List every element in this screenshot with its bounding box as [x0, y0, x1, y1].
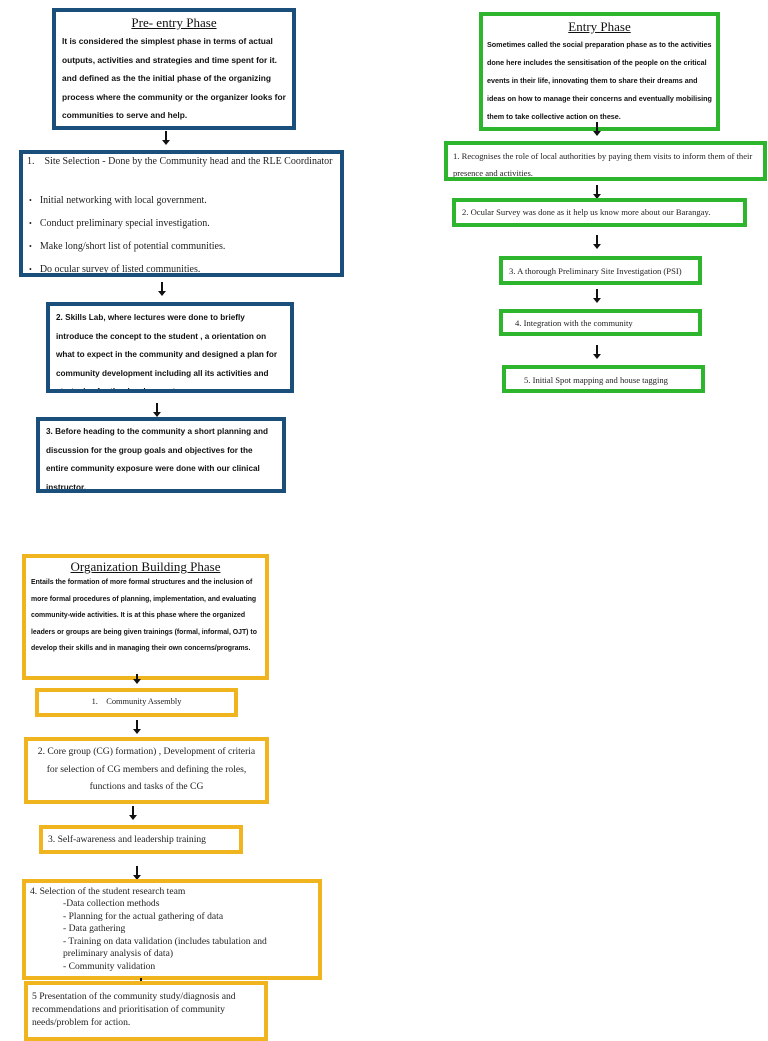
list-item: -Data collection methods — [63, 898, 160, 909]
org-step-2: 2. Core group (CG) formation) , Developm… — [24, 737, 269, 804]
entry-phase-box: Entry Phase Sometimes called the social … — [479, 12, 720, 131]
arrow-down-icon — [133, 720, 141, 734]
entry-description: Sometimes called the social preparation … — [487, 40, 712, 121]
list-item: Do ocular survey of listed communities. — [27, 258, 336, 273]
org-step-1: 1. Community Assembly — [35, 688, 238, 717]
entry-step-4: 4. Integration with the community — [499, 309, 702, 336]
arrow-down-icon — [162, 131, 170, 145]
org-step-5: 5 Presentation of the community study/di… — [24, 981, 268, 1041]
org-step-5-text: 5 Presentation of the community study/di… — [32, 991, 236, 1028]
entry-step-2-text: 2. Ocular Survey was done as it help us … — [462, 207, 711, 217]
pre-entry-description: It is considered the simplest phase in t… — [62, 36, 286, 120]
arrow-down-icon — [593, 235, 601, 249]
org-step-2-text: 2. Core group (CG) formation) , Developm… — [37, 746, 256, 792]
entry-step-1-text: 1. Recognises the role of local authorit… — [453, 151, 753, 178]
list-item: Initial networking with local government… — [27, 189, 336, 212]
list-item: - Training on data validation (includes … — [63, 935, 267, 960]
org-step-1-text: 1. Community Assembly — [91, 697, 182, 706]
planning-text: 3. Before heading to the community a sho… — [46, 427, 268, 492]
site-selection-heading: 1. Site Selection - Done by the Communit… — [27, 156, 333, 167]
entry-step-5: 5. Initial Spot mapping and house taggin… — [502, 365, 705, 393]
arrow-down-icon — [129, 806, 137, 820]
arrow-down-icon — [133, 866, 141, 880]
org-step-4: 4. Selection of the student research tea… — [22, 879, 322, 980]
org-step-3-text: 3. Self-awareness and leadership trainin… — [48, 834, 206, 845]
site-selection-list: Initial networking with local government… — [27, 189, 336, 273]
arrow-down-icon — [593, 122, 601, 136]
list-item: - Data gathering — [63, 923, 126, 934]
list-item: - Community validation — [63, 960, 156, 972]
list-item: Make long/short list of potential commun… — [27, 235, 336, 258]
entry-title: Entry Phase — [568, 19, 631, 34]
org-step-4-heading: 4. Selection of the student research tea… — [30, 886, 186, 897]
pre-entry-phase-box: Pre- entry Phase It is considered the si… — [52, 8, 296, 130]
arrow-down-icon — [133, 674, 141, 684]
skills-lab-box: 2. Skills Lab, where lectures were done … — [46, 302, 294, 393]
entry-step-3: 3. A thorough Preliminary Site Investiga… — [499, 256, 702, 285]
org-step-3: 3. Self-awareness and leadership trainin… — [39, 825, 243, 854]
entry-step-1: 1. Recognises the role of local authorit… — [444, 141, 767, 181]
arrow-down-icon — [158, 282, 166, 296]
list-item: Conduct preliminary special investigatio… — [27, 212, 336, 235]
organization-building-phase-box: Organization Building Phase Entails the … — [22, 554, 269, 680]
arrow-down-icon — [593, 289, 601, 303]
arrow-down-icon — [593, 345, 601, 359]
organization-building-title: Organization Building Phase — [70, 559, 221, 574]
entry-step-3-text: 3. A thorough Preliminary Site Investiga… — [509, 266, 682, 276]
pre-entry-title: Pre- entry Phase — [131, 15, 217, 30]
entry-step-4-text: 4. Integration with the community — [515, 318, 633, 328]
arrow-down-icon — [153, 403, 161, 417]
site-selection-box: 1. Site Selection - Done by the Communit… — [19, 150, 344, 277]
org-step-4-list: -Data collection methods - Planning for … — [30, 898, 283, 973]
skills-lab-text: 2. Skills Lab, where lectures were done … — [56, 313, 278, 393]
arrow-down-icon — [593, 185, 601, 199]
entry-step-5-text: 5. Initial Spot mapping and house taggin… — [524, 375, 668, 385]
entry-step-2: 2. Ocular Survey was done as it help us … — [452, 198, 747, 227]
organization-building-description: Entails the formation of more formal str… — [31, 579, 257, 653]
list-item: - Planning for the actual gathering of d… — [63, 910, 224, 922]
planning-box: 3. Before heading to the community a sho… — [36, 417, 286, 493]
